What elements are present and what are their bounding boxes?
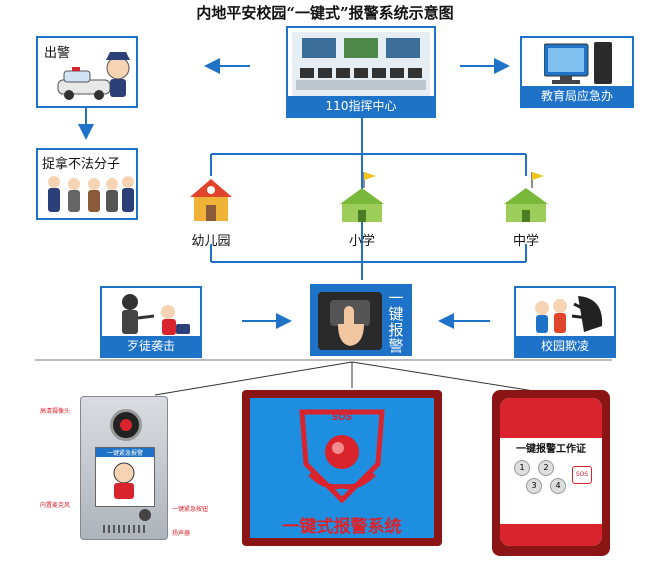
callout-camera: 高清摄像头: [40, 408, 71, 415]
intercom-screen-label: 一键紧急报警: [96, 448, 154, 457]
kindergarten-icon: [190, 179, 232, 221]
phone-screen: 一键报警工作证 1 2 3 4 SOS: [500, 398, 602, 546]
key-1[interactable]: 1: [514, 460, 530, 476]
bullying-box: 校园欺凌: [514, 286, 616, 358]
key-3[interactable]: 3: [526, 478, 542, 494]
callout-microphone: 内置麦克风: [40, 502, 71, 509]
pointer-right: [351, 361, 541, 393]
middle-school-label: 中学: [512, 234, 539, 249]
arrest-box: 捉拿不法分子: [36, 148, 138, 220]
one-key-alarm-label: 一键报警: [388, 289, 404, 355]
attacker-icon: [122, 294, 190, 335]
diagram-title: 内地平安校园“一键式”报警系统示意图: [196, 4, 454, 22]
command-center-icon: [292, 32, 430, 96]
camera-icon: [110, 409, 142, 441]
command-center-label: 110指挥中心: [288, 96, 434, 116]
intercom-screen: 一键紧急报警: [95, 447, 155, 507]
emergency-button-icon[interactable]: [139, 509, 151, 521]
key-2[interactable]: 2: [538, 460, 554, 476]
alarm-system-label: 一键式报警系统: [282, 517, 402, 537]
education-bureau-box: 教育局应急办: [520, 36, 634, 108]
bullying-label: 校园欺凌: [516, 336, 614, 356]
attack-box: 歹徒袭击: [100, 286, 202, 358]
pointer-left: [154, 361, 353, 396]
phone-keypad: 1 2 3 4 SOS: [510, 460, 594, 500]
arrest-label: 捉拿不法分子: [42, 157, 121, 172]
computer-icon: [544, 42, 612, 84]
sos-text: SOS: [331, 413, 353, 423]
arrest-scene-icon: [48, 176, 134, 212]
phone-title: 一键报警工作证: [516, 444, 586, 455]
callout-emergency-button: 一键紧急按钮: [172, 506, 209, 513]
police-dispatch-label: 出警: [44, 46, 71, 61]
primary-school-icon: [340, 172, 384, 222]
command-center-box: 110指挥中心: [286, 26, 436, 118]
phone-device: 一键报警工作证 1 2 3 4 SOS: [492, 390, 610, 556]
kindergarten-label: 幼儿园: [191, 234, 231, 249]
sos-key[interactable]: SOS: [572, 466, 592, 484]
bullying-icon: [535, 296, 603, 333]
finger-press-icon: [330, 300, 370, 346]
speaker-grille-icon: [103, 525, 145, 533]
attack-label: 歹徒袭击: [102, 336, 200, 356]
alarm-system-panel: SOS 一键式报警系统: [250, 398, 434, 538]
cartoon-figure-icon: [113, 462, 135, 499]
key-4[interactable]: 4: [550, 478, 566, 494]
primary-school-label: 小学: [348, 234, 375, 249]
police-dispatch-box: 出警: [36, 36, 138, 108]
middle-school-icon: [504, 172, 548, 222]
callout-speaker: 扬声器: [172, 530, 191, 537]
sos-shield-icon: [299, 409, 385, 504]
police-car-icon: [57, 52, 130, 100]
education-bureau-label: 教育局应急办: [522, 86, 632, 106]
alarm-system-logo: SOS 一键式报警系统: [242, 390, 442, 546]
intercom-panel[interactable]: 一键紧急报警: [80, 396, 168, 540]
one-key-alarm-box[interactable]: 一键报警: [310, 284, 412, 356]
alarm-button-panel: [318, 292, 382, 350]
